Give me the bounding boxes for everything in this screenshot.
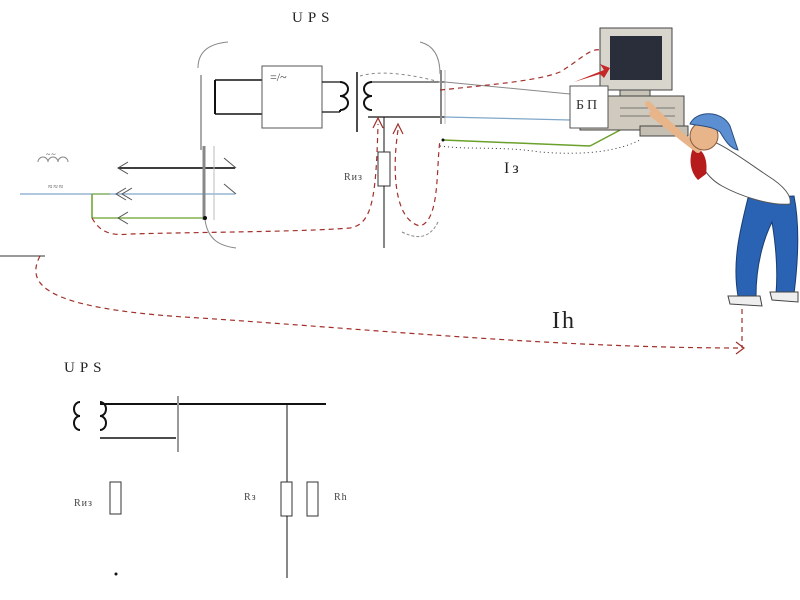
switch-arm-2 (223, 183, 237, 195)
r-leak-label: Rиз (344, 172, 363, 183)
arrow-neutral-a (115, 187, 127, 201)
person-legs (735, 195, 799, 297)
arrow-human (735, 341, 745, 355)
arrow-neutral-b (121, 187, 133, 201)
person-shirt (697, 138, 791, 205)
ups-enclosure-bottom-right (401, 221, 439, 238)
r-zero-bottom-label: Rиз (74, 498, 93, 509)
computer (569, 27, 689, 137)
person-cap (689, 113, 739, 151)
ups-enclosure-bottom-left (204, 219, 237, 249)
bottom-r-earth (280, 481, 293, 517)
r-leak-resistor (377, 151, 391, 187)
ups-enclosure-left-bracket (197, 41, 229, 69)
monitor-screen (610, 36, 662, 80)
arrow-return (392, 122, 404, 135)
psu-box (569, 85, 609, 129)
ground-node (441, 138, 445, 142)
person-touching-pc (645, 101, 799, 307)
ac-dashed-line (359, 72, 441, 83)
current-path-main (35, 255, 743, 349)
bottom-r-zero (109, 481, 122, 515)
person-sleeve (690, 146, 707, 180)
r-earth-bottom-label: Rз (244, 492, 257, 503)
ground-junction (203, 216, 207, 220)
arrow-into-r (372, 116, 384, 129)
current-path-to-pc (439, 49, 601, 91)
ups-enclosure-right-bracket (419, 41, 441, 75)
transformer-primary-coil (339, 81, 349, 112)
phase-line-to-psu (444, 81, 571, 95)
bottom-coil-right (99, 401, 107, 431)
current-path-earth-dotted (439, 139, 641, 154)
ups-title-top: UPS (292, 10, 335, 26)
current-earth-label: Iз (504, 160, 522, 177)
rectifier-box (261, 65, 323, 129)
spark-arrow (574, 64, 610, 82)
bottom-coil-left (73, 401, 81, 431)
rectifier-label: =/~ (270, 70, 287, 84)
person-shoe-left (727, 295, 763, 307)
current-human-label: Ih (552, 308, 576, 334)
person-arm-2 (649, 111, 701, 153)
current-path-return-loop (394, 129, 441, 227)
ups-title-bottom: UPS (64, 360, 107, 376)
bottom-dot (114, 572, 118, 576)
switch-arm-1 (223, 157, 237, 169)
arrow-ground (117, 211, 129, 225)
arrow-phase (117, 161, 129, 175)
transformer-secondary-coil (363, 81, 373, 111)
psu-label: БП (576, 98, 601, 113)
mains-side-label: ≈≈≈ (48, 182, 65, 191)
mains-coil-symbol (37, 156, 69, 163)
neutral-line-to-psu (444, 116, 571, 121)
person-shoe-right (769, 291, 799, 303)
current-path-ground-loop (91, 123, 379, 236)
mains-top-label: ~~ (46, 150, 57, 159)
r-human-bottom-label: Rh (334, 492, 348, 503)
bottom-r-human (306, 481, 319, 517)
ground-line-to-psu-1 (442, 139, 591, 147)
ground-line-to-psu-2 (589, 127, 625, 147)
